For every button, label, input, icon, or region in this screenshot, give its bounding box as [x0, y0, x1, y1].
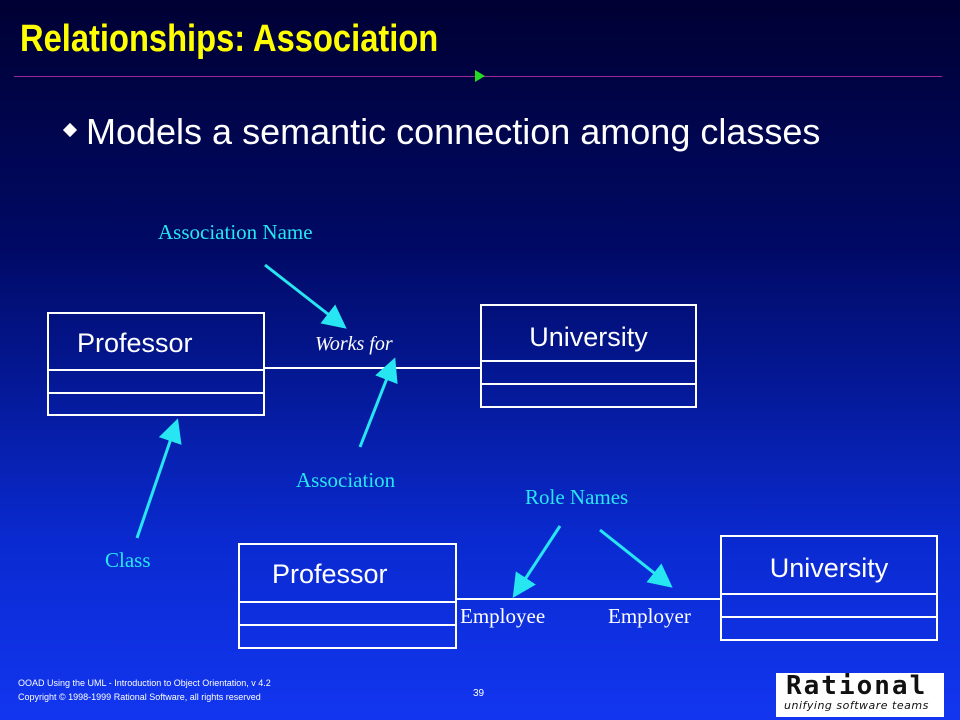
class-name: Professor [77, 328, 193, 358]
title-triangle-icon [475, 70, 485, 82]
footer: OOAD Using the UML - Introduction to Obj… [18, 676, 271, 704]
footer-copyright: Copyright © 1998-1999 Rational Software,… [18, 692, 261, 702]
operations-compartment [240, 624, 455, 626]
bullet-text: Models a semantic connection among class… [86, 111, 821, 152]
role-name-employee: Employee [460, 604, 546, 628]
footer-course: OOAD Using the UML - Introduction to Obj… [18, 678, 271, 688]
association-callout: Association [296, 468, 396, 492]
class-arrow [135, 418, 182, 539]
slide-title: Relationships: Association [20, 18, 439, 60]
association-name-arrow [264, 263, 347, 329]
operations-compartment [482, 383, 695, 385]
class-name: Professor [272, 559, 388, 589]
class-name: University [529, 322, 648, 352]
operations-compartment [49, 392, 263, 394]
operations-compartment [722, 616, 936, 618]
class-box-professor-bottom: Professor [238, 543, 457, 649]
attributes-compartment [49, 369, 263, 371]
attributes-compartment [722, 593, 936, 595]
logo-tagline: unifying software teams [784, 699, 929, 712]
association-name-callout: Association Name [158, 220, 313, 244]
rational-logo: Rational unifying software teams [776, 671, 944, 717]
class-name: University [769, 553, 889, 583]
attributes-compartment [482, 360, 695, 362]
role-employer-arrow [599, 528, 673, 588]
class-box-professor-top: Professor [47, 312, 265, 416]
role-name-employer: Employer [608, 604, 691, 628]
role-names-callout: Role Names [525, 485, 629, 509]
class-callout: Class [105, 548, 151, 572]
association-line-top [265, 367, 481, 369]
class-box-university-bottom: University [720, 535, 938, 641]
association-arrow [358, 357, 398, 448]
role-employee-arrow [512, 525, 562, 599]
association-line-bottom [457, 598, 721, 600]
class-box-university-top: University [480, 304, 697, 408]
attributes-compartment [240, 601, 455, 603]
logo-wordmark: Rational [786, 671, 928, 701]
page-number: 39 [473, 688, 485, 699]
association-name-label: Works for [315, 333, 393, 355]
